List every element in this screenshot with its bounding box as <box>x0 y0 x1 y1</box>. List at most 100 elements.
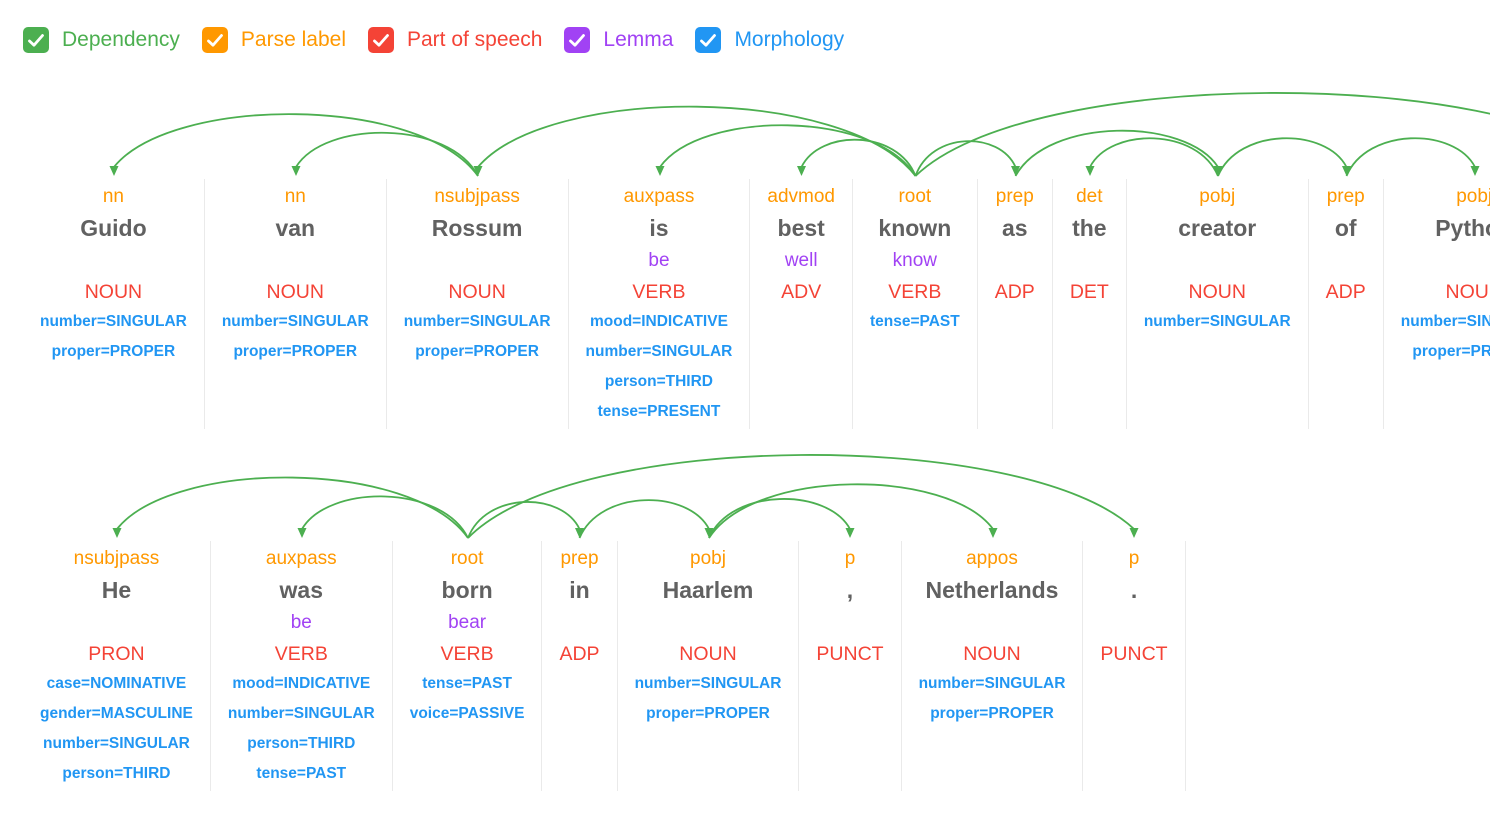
parse-label: nn <box>284 186 306 207</box>
morph-feature: gender=MASCULINE <box>40 705 193 722</box>
legend-item: Dependency <box>23 27 180 53</box>
morph-feature: person=THIRD <box>247 735 356 752</box>
check-icon <box>373 33 389 47</box>
parse-label-checkbox[interactable] <box>201 27 228 53</box>
parse-label: p <box>844 548 856 569</box>
token-lemma <box>222 248 369 278</box>
parse-label: appos <box>966 548 1018 569</box>
token-word: is <box>649 215 669 241</box>
legend-item: Lemma <box>564 27 673 53</box>
token-lemma <box>1070 248 1109 278</box>
token-column: prep as ADP <box>978 179 1053 429</box>
token-lemma: well <box>784 250 818 271</box>
token-lemma <box>1144 248 1291 278</box>
part-of-speech-checkbox[interactable] <box>367 27 394 53</box>
parse-label: nsubjpass <box>434 186 520 207</box>
morph-feature: voice=PASSIVE <box>409 705 525 722</box>
token-word: creator <box>1178 215 1257 241</box>
parse-label: pobj <box>1199 186 1236 207</box>
parse-label: prep <box>995 186 1034 207</box>
check-icon <box>207 33 223 47</box>
token-lemma <box>40 610 193 640</box>
token-column: p , PUNCT <box>799 541 902 791</box>
parse-label: pobj <box>1456 186 1490 207</box>
token-pos: NOUN <box>963 643 1021 665</box>
token-lemma <box>404 248 551 278</box>
parse-label: prep <box>1326 186 1365 207</box>
morph-feature: proper=PROPER <box>51 343 176 360</box>
token-lemma: be <box>290 612 312 633</box>
dependency-checkbox[interactable] <box>23 27 49 53</box>
morph-feature: mood=INDICATIVE <box>232 675 371 692</box>
token-pos: NOUN <box>266 281 324 303</box>
parse-label: pobj <box>690 548 726 569</box>
morph-feature: proper=PROPER <box>1412 343 1490 360</box>
token-word: Netherlands <box>925 577 1059 603</box>
parse-label: root <box>450 548 484 569</box>
token-word: . <box>1130 577 1138 603</box>
token-lemma <box>919 610 1066 640</box>
dependency-arcs <box>109 92 1490 177</box>
token-lemma <box>816 610 883 640</box>
morph-feature: number=SINGULAR <box>221 313 369 330</box>
token-lemma: be <box>648 250 670 271</box>
token-lemma <box>635 610 782 640</box>
token-word: of <box>1334 215 1357 241</box>
morph-feature: proper=PROPER <box>646 705 770 722</box>
morph-feature: number=SINGULAR <box>1400 313 1490 330</box>
morph-feature: person=THIRD <box>62 765 171 782</box>
morph-feature: number=SINGULAR <box>918 675 1066 692</box>
parse-label: root <box>898 186 932 207</box>
morph-feature: case=NOMINATIVE <box>46 675 187 692</box>
token-word: was <box>279 577 324 603</box>
parse-label: p <box>1128 548 1140 569</box>
layer-toggle-legend: Dependency Parse label Part of speech Le… <box>0 0 1490 53</box>
token-pos: ADP <box>559 643 600 665</box>
token-word: known <box>878 215 952 241</box>
morphology-list: number=SINGULAR <box>1144 308 1291 338</box>
token-column: root known know VERB tense=PAST <box>853 179 978 429</box>
token-column: advmod best well ADV <box>750 179 853 429</box>
morph-feature: number=SINGULAR <box>634 675 782 692</box>
token-pos: ADV <box>781 281 822 303</box>
token-word: in <box>569 577 590 603</box>
token-column: prep in ADP <box>542 541 618 791</box>
token-word: best <box>777 215 825 241</box>
token-pos: NOUN <box>1188 281 1246 303</box>
morph-feature: tense=PRESENT <box>597 403 721 420</box>
token-lemma <box>1401 248 1490 278</box>
token-column: det the DET <box>1053 179 1127 429</box>
token-lemma <box>1326 248 1366 278</box>
token-word: , <box>846 577 854 603</box>
token-word: the <box>1072 215 1107 241</box>
token-word: He <box>101 577 132 603</box>
token-pos: ADP <box>1325 281 1366 303</box>
token-pos: PUNCT <box>816 643 884 665</box>
parse-label: auxpass <box>623 186 695 207</box>
morph-feature: tense=PAST <box>256 765 347 782</box>
dependency-arcs <box>112 454 1139 539</box>
token-lemma: bear <box>448 612 487 633</box>
morphology-checkbox[interactable] <box>695 27 722 53</box>
token-pos: VERB <box>632 281 686 303</box>
morphology-list: number=SINGULAR proper=PROPER <box>1401 308 1490 368</box>
token-pos: NOUN <box>448 281 506 303</box>
lemma-checkbox[interactable] <box>564 27 591 53</box>
token-pos: VERB <box>440 643 494 665</box>
legend-item: Morphology <box>695 27 844 53</box>
dependency-label: Dependency <box>62 28 180 51</box>
legend-item: Parse label <box>201 27 346 53</box>
